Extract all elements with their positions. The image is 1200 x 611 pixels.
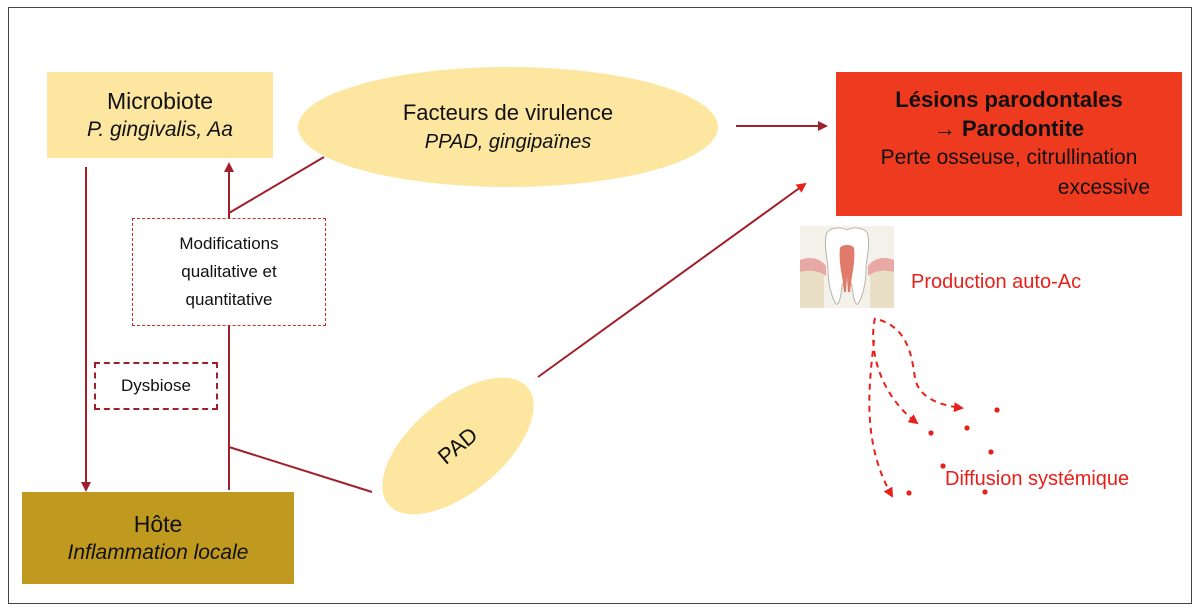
dashed-arrow-2 [879, 319, 964, 413]
microbiote-subtitle: P. gingivalis, Aa [87, 118, 233, 141]
production-label: Production auto-Ac [911, 271, 1082, 293]
diffusion-dot [928, 430, 934, 436]
lesions-detail-2: excessive [1057, 176, 1150, 199]
microbiote-title: Microbiote [106, 88, 214, 114]
lesions-box: Lésions parodontales → Parodontite Perte… [836, 72, 1182, 216]
dashed-arrow-3 [868, 339, 893, 498]
hote-title: Hôte [133, 511, 183, 537]
diffusion-dot [906, 490, 912, 496]
dysbiose-box: Dysbiose [94, 362, 218, 410]
dysbiose-label: Dysbiose [121, 376, 191, 395]
hote-subtitle: Inflammation locale [67, 541, 249, 564]
diffusion-label: Diffusion systémique [945, 468, 1130, 490]
line-to-facteurs [228, 156, 325, 214]
arrow-pad-to-lesions [537, 182, 807, 378]
diffusion-dot [994, 407, 1000, 413]
hote-box: Hôte Inflammation locale [22, 492, 294, 584]
diffusion-dot [982, 489, 988, 495]
facteurs-subtitle: PPAD, gingipaïnes [424, 131, 592, 153]
lesions-parodontite: → Parodontite [933, 116, 1085, 141]
modifications-box: Modifications qualitative et quantitativ… [132, 218, 326, 326]
microbiote-box: Microbiote P. gingivalis, Aa [47, 72, 273, 158]
diffusion-dot [940, 463, 946, 469]
diffusion-dot [964, 425, 970, 431]
tooth-icon [800, 226, 894, 308]
facteurs-ellipse: Facteurs de virulence PPAD, gingipaïnes [298, 67, 718, 187]
diagram-frame [8, 7, 1192, 604]
modifications-line-1: Modifications [179, 234, 279, 253]
modifications-line-2: qualitative et [181, 262, 277, 281]
modifications-line-3: quantitative [185, 290, 273, 309]
dashed-arrow-1 [872, 317, 919, 425]
pad-label: PAD [432, 422, 483, 470]
line-to-pad [228, 446, 373, 493]
lesions-title: Lésions parodontales [895, 87, 1123, 112]
diffusion-dot [988, 449, 994, 455]
lesions-detail-1: Perte osseuse, citrullination [880, 146, 1138, 169]
facteurs-title: Facteurs de virulence [402, 100, 614, 125]
